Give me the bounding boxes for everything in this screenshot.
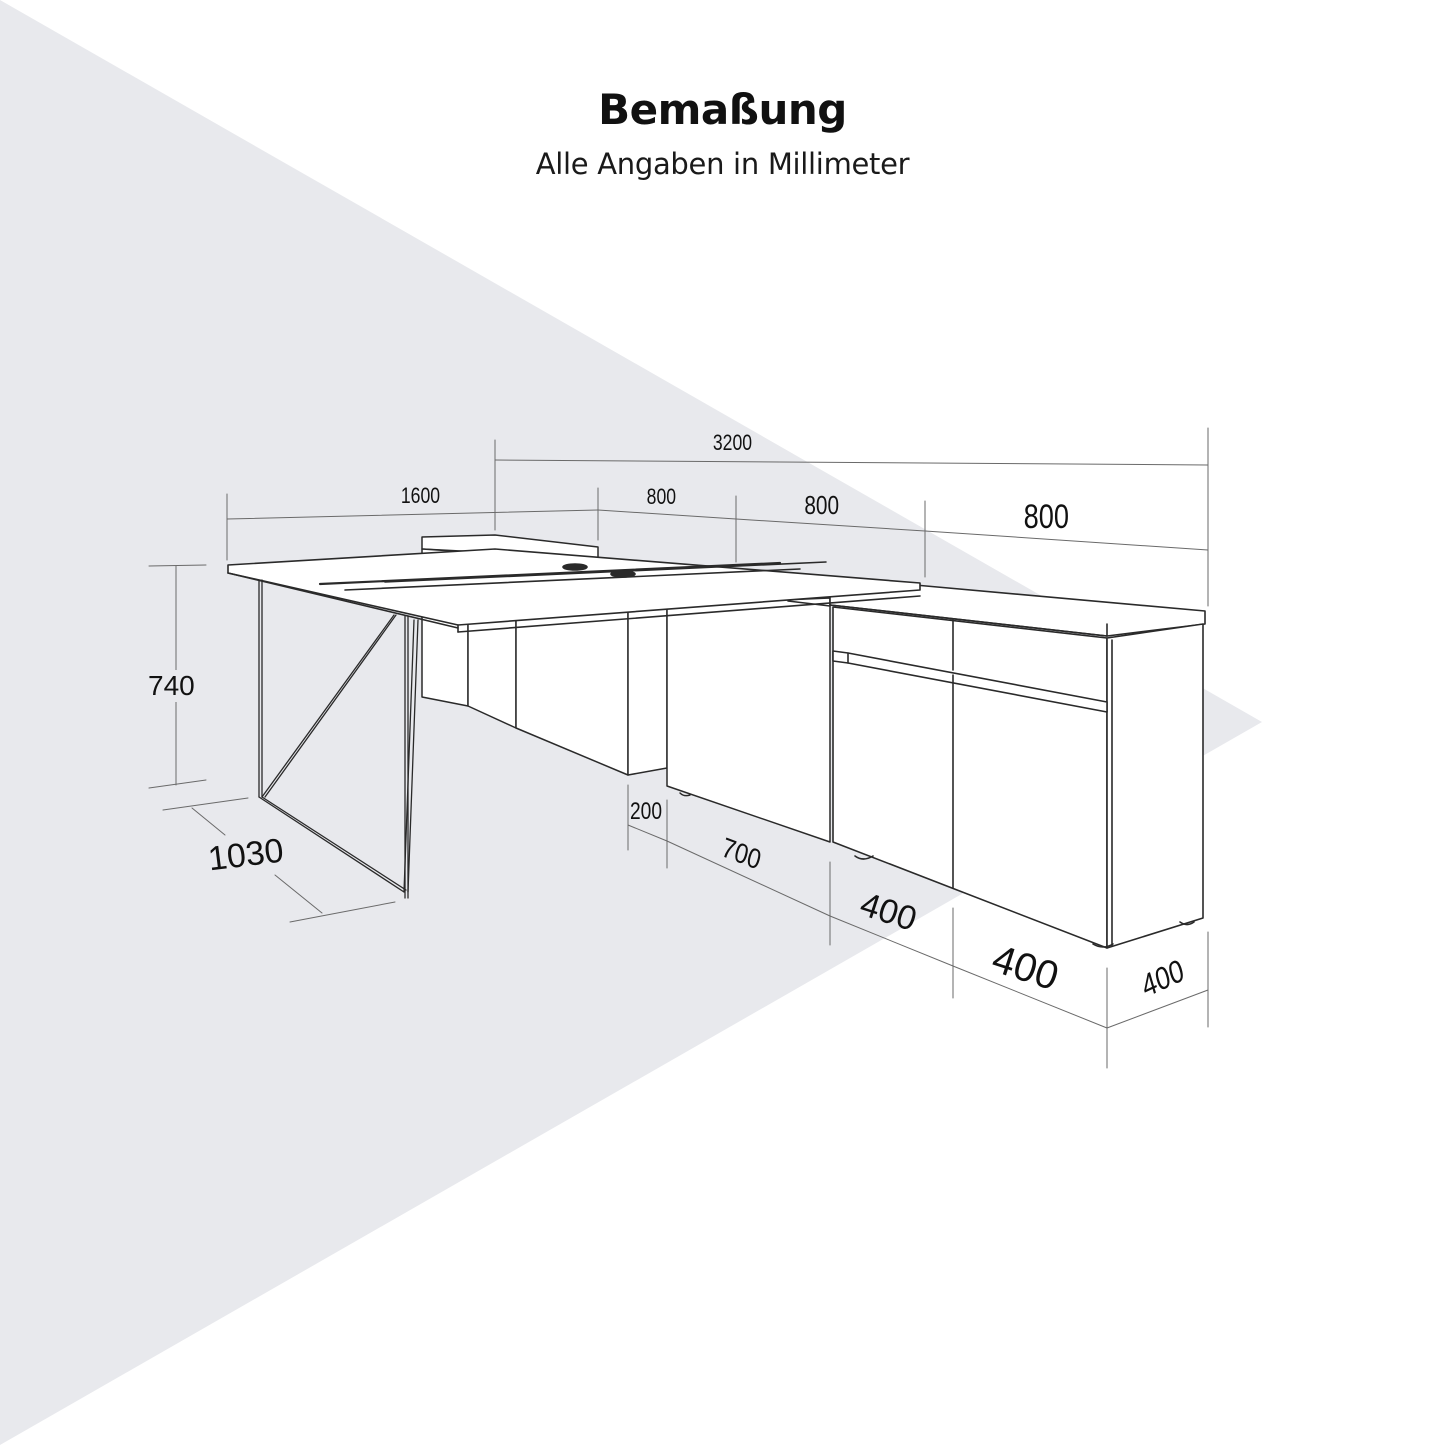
dimension-total-width: 3200 bbox=[712, 430, 753, 455]
dimension-desk-width: 1600 bbox=[400, 483, 441, 508]
middle-cabinet bbox=[666, 597, 831, 843]
sideboard bbox=[829, 584, 1206, 949]
desk-legs bbox=[258, 579, 419, 899]
page-subtitle: Alle Angaben in Millimeter bbox=[535, 147, 910, 181]
dimension-module-1-width: 800 bbox=[646, 484, 677, 509]
dimension-gap: 200 bbox=[630, 798, 663, 825]
dimension-desk-height: 740 bbox=[148, 670, 195, 702]
page-title: Bemaßung bbox=[598, 85, 847, 134]
desk-top bbox=[227, 548, 921, 633]
header: Bemaßung Alle Angaben in Millimeter bbox=[0, 82, 1445, 184]
dimension-desk-depth: 1030 bbox=[205, 831, 286, 879]
dimension-module-2-width: 800 bbox=[804, 490, 840, 520]
dimension-sideboard-width: 800 bbox=[1023, 498, 1070, 536]
